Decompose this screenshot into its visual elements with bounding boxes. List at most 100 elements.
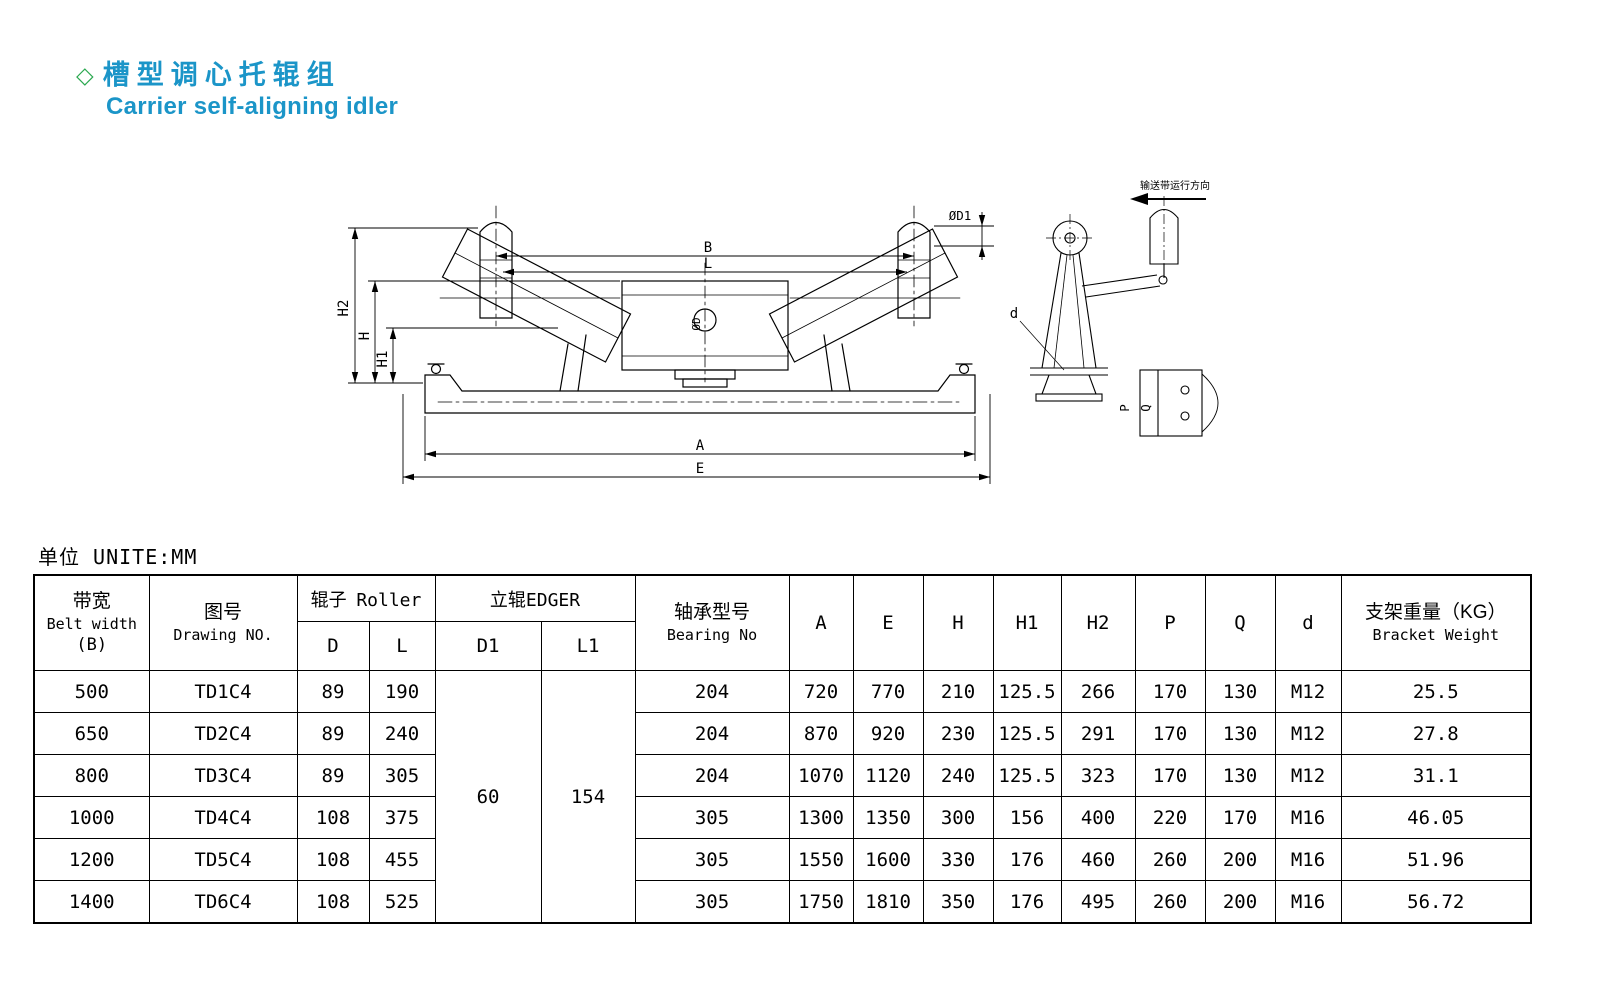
spec-cell: 125.5 [992,670,1062,713]
spec-cell: M16 [1274,880,1342,924]
col-header-H1: H1 [992,574,1062,671]
dim-label-l: L [704,256,712,272]
spec-cell: 1810 [852,880,924,924]
spec-cell: 204 [634,670,790,713]
spec-table: 带宽 Belt width (B) 图号 Drawing NO. 辊子 Roll… [33,574,1533,924]
technical-drawing: B L ØD1 ØD H2 H H1 A E d P Q 输送带运行方向 [330,168,1260,508]
roller-en: Roller [356,589,422,611]
spec-cell: 1350 [852,796,924,839]
dim-label-h1: H1 [375,351,391,368]
spec-cell: TD5C4 [148,838,298,881]
spec-cell: 330 [922,838,994,881]
spec-cell: M12 [1274,754,1342,797]
belt-width-sub: (B) [76,635,108,656]
weight-en: Bracket Weight [1372,625,1499,644]
title-block: ◇ 槽型调心托辊组 Carrier self-aligning idler [76,60,398,121]
spec-cell: 156 [992,796,1062,839]
spec-cell: 170 [1134,670,1206,713]
page-title-en: Carrier self-aligning idler [106,93,399,121]
belt-width-zh: 带宽 [72,590,111,612]
spec-cell: 190 [368,670,436,713]
spec-cell: 260 [1134,880,1206,924]
spec-cell: 176 [992,880,1062,924]
front-view-dimensions [348,212,994,484]
spec-cell: 1200 [33,838,150,881]
col-header-roller: 辊子 Roller [296,574,436,622]
dim-label-a: A [696,438,705,454]
spec-cell: 323 [1060,754,1136,797]
page-title-zh: 槽型调心托辊组 [102,60,341,90]
spec-cell: 770 [852,670,924,713]
spec-cell: 176 [992,838,1062,881]
col-header-H: H [922,574,994,671]
spec-cell: 170 [1204,796,1276,839]
col-header-E: E [852,574,924,671]
spec-cell: 230 [922,712,994,755]
spec-cell: 305 [634,880,790,924]
col-header-edger-l1: L1 [540,621,636,671]
spec-cell: TD4C4 [148,796,298,839]
spec-cell: 800 [33,754,150,797]
dim-label-e: E [696,461,704,477]
spec-cell: 1000 [33,796,150,839]
col-header-Q: Q [1204,574,1276,671]
edger-d1-value: 60 [434,670,542,924]
dim-label-q: Q [1138,404,1153,412]
spec-cell: 51.96 [1340,838,1532,881]
dim-label-b: B [704,240,712,256]
dim-label-d: d [1010,306,1018,322]
spec-cell: 130 [1204,712,1276,755]
spec-cell: 240 [368,712,436,755]
spec-cell: M12 [1274,712,1342,755]
spec-cell: 130 [1204,670,1276,713]
unit-note: 单位 UNITE:MM [38,545,198,569]
spec-cell: 25.5 [1340,670,1532,713]
col-header-H2: H2 [1060,574,1136,671]
spec-cell: 170 [1134,754,1206,797]
col-header-edger: 立辊EDGER [434,574,636,622]
spec-cell: TD6C4 [148,880,298,924]
drawing-no-en: Drawing NO. [173,625,273,644]
drawing-no-zh: 图号 [203,601,242,623]
col-header-belt-width: 带宽 Belt width (B) [33,574,150,671]
spec-cell: 291 [1060,712,1136,755]
col-header-edger-d1: D1 [434,621,542,671]
dim-label-dia-d: ØD [690,317,703,330]
spec-cell: 460 [1060,838,1136,881]
dim-label-p: P [1117,404,1132,412]
spec-cell: 1120 [852,754,924,797]
bearing-en: Bearing No [666,625,758,644]
spec-cell: 1300 [788,796,854,839]
spec-cell: 1750 [788,880,854,924]
spec-cell: 920 [852,712,924,755]
dim-label-h2: H2 [336,300,352,317]
spec-cell: 266 [1060,670,1136,713]
spec-cell: 500 [33,670,150,713]
spec-cell: 89 [296,670,370,713]
direction-note: 输送带运行方向 [1140,179,1210,192]
spec-cell: 170 [1134,712,1206,755]
col-header-roller-d: D [296,621,370,671]
spec-cell: 108 [296,796,370,839]
diamond-icon: ◇ [76,62,94,89]
roller-zh: 辊子 [310,589,347,610]
spec-cell: 1600 [852,838,924,881]
side-view [1019,196,1219,437]
belt-width-en: Belt width [46,614,137,633]
spec-cell: 200 [1204,838,1276,881]
spec-cell: 720 [788,670,854,713]
spec-cell: 27.8 [1340,712,1532,755]
spec-cell: 1550 [788,838,854,881]
dim-label-h: H [357,332,373,340]
spec-cell: 400 [1060,796,1136,839]
spec-cell: 525 [368,880,436,924]
spec-cell: TD3C4 [148,754,298,797]
col-header-drawing-no: 图号 Drawing NO. [148,574,298,671]
spec-cell: 46.05 [1340,796,1532,839]
spec-cell: TD1C4 [148,670,298,713]
